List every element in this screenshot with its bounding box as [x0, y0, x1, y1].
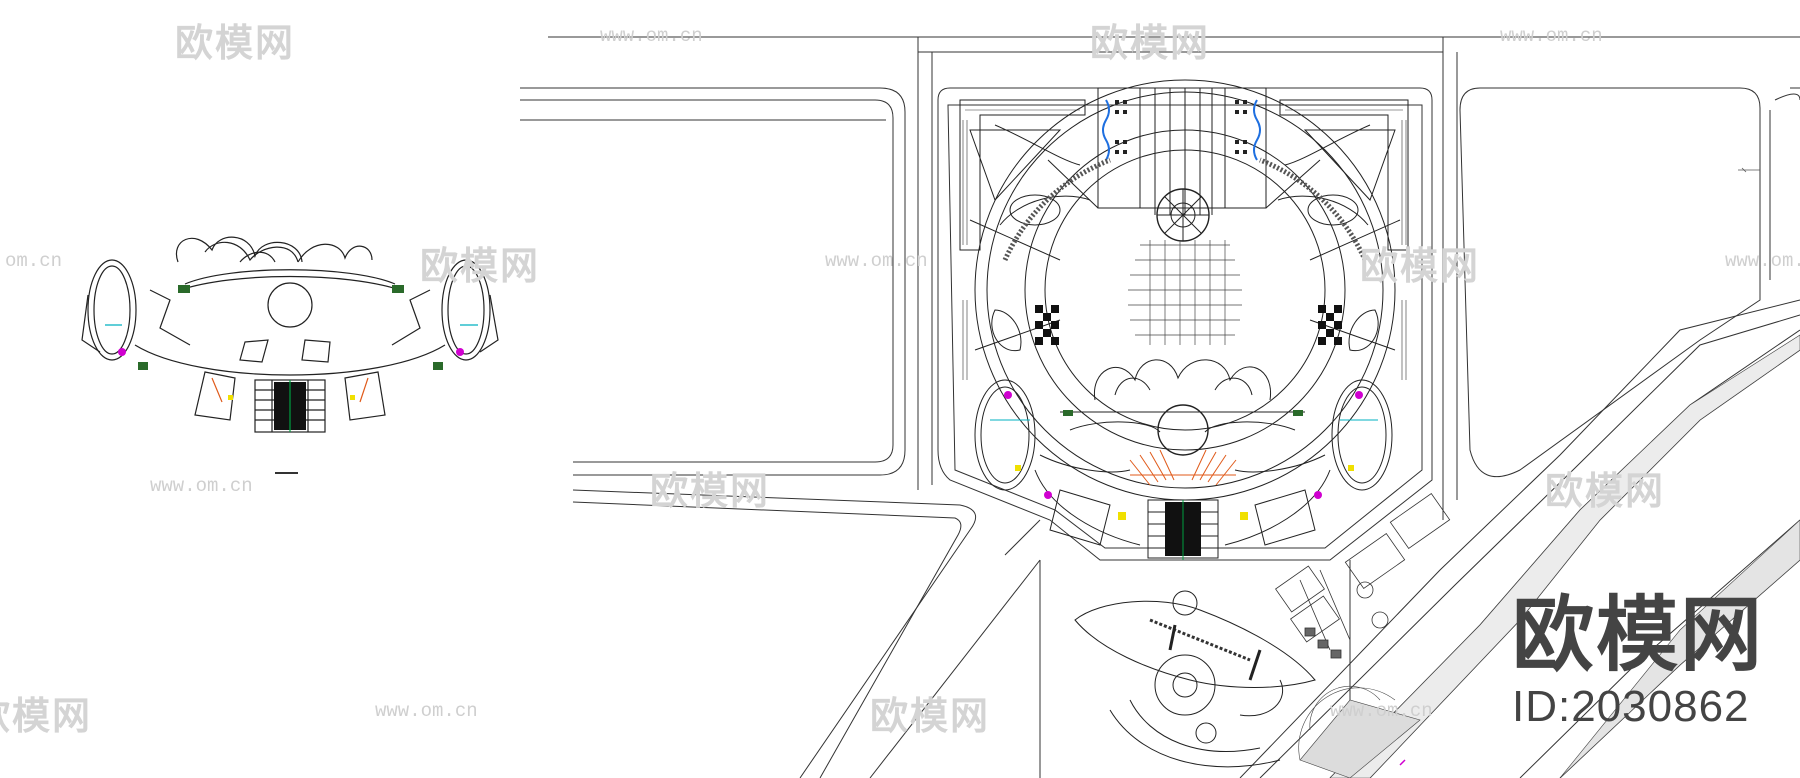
brand-stamp-id: ID:2030862	[1512, 682, 1750, 731]
watermark-url: www.om.cn	[1330, 700, 1433, 722]
watermark-url-partial: om.cn	[5, 250, 63, 272]
watermark-brand: 欧模网	[870, 694, 991, 738]
watermark-brand: 欧模网	[650, 469, 771, 513]
building-detail-plan	[81, 236, 499, 474]
central-site-plan	[959, 79, 1451, 768]
brand-stamp: 欧模网 ID:2030862	[1512, 590, 1792, 732]
watermark-brand: 欧模网	[420, 244, 541, 288]
watermark-brand-partial: 欧模网	[0, 694, 93, 738]
watermark-brand: 欧模网	[1090, 21, 1211, 65]
watermark-url: www.om.cn	[600, 25, 703, 47]
riverbank-hatch	[1298, 334, 1800, 778]
watermark-url: www.om.cn	[150, 475, 253, 497]
watermark-url: www.om.cn	[1500, 25, 1603, 47]
watermark-url: www.om.cn	[1725, 250, 1800, 272]
watermark-brand: 欧模网	[175, 21, 296, 65]
watermark-url: www.om.cn	[825, 250, 928, 272]
watermark-url: www.om.cn	[375, 700, 478, 722]
watermark-brand: 欧模网	[1360, 244, 1481, 288]
brand-stamp-name: 欧模网	[1512, 588, 1765, 683]
watermark-brand: 欧模网	[1545, 469, 1666, 513]
